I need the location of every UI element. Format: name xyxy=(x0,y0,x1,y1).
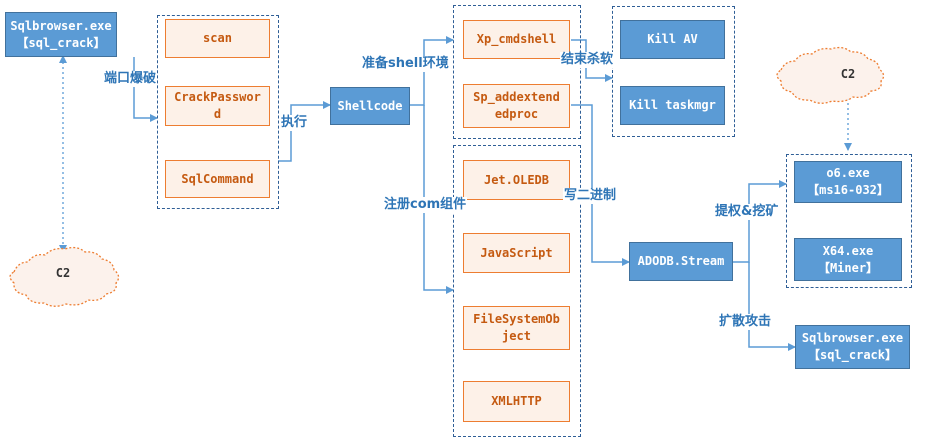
node-kill-av[interactable]: Kill AV xyxy=(620,20,725,59)
label-port-brute: 端口爆破 xyxy=(103,71,158,87)
group-brute-stage xyxy=(157,15,279,209)
c2-cloud-left: C2 xyxy=(9,246,120,307)
edge-register-com xyxy=(423,105,454,294)
edge-write-binary xyxy=(571,104,630,266)
edge-execute xyxy=(278,101,331,162)
node-jet-oledb[interactable]: Jet.OLEDB xyxy=(463,160,570,200)
edge-escalate xyxy=(733,180,787,263)
label-kill-soft: 结束杀软 xyxy=(560,52,615,68)
edge-prepare-shell xyxy=(410,36,454,106)
c2-cloud-right: C2 xyxy=(776,46,885,104)
group-kill xyxy=(612,6,735,137)
node-sql-command[interactable]: SqlCommand xyxy=(165,160,270,198)
node-xp-cmdshell[interactable]: Xp_cmdshell xyxy=(463,20,570,59)
c2-cloud-right-label: C2 xyxy=(841,67,855,81)
node-x64-exe[interactable]: X64.exe【Miner】 xyxy=(794,238,902,281)
node-sqlbrowser-bottom[interactable]: Sqlbrowser.exe【sql_crack】 xyxy=(795,325,910,369)
node-kill-taskmgr[interactable]: Kill taskmgr xyxy=(620,86,725,125)
group-com xyxy=(453,145,581,437)
label-write-binary: 写二进制 xyxy=(563,188,618,204)
node-o6-exe[interactable]: o6.exe【ms16-032】 xyxy=(794,161,902,203)
node-javascript[interactable]: JavaScript xyxy=(463,233,570,273)
label-escalate-mine: 提权&挖矿 xyxy=(714,204,780,220)
group-payloads xyxy=(786,154,912,288)
edge-spread xyxy=(748,262,796,351)
node-xmlhttp[interactable]: XMLHTTP xyxy=(463,381,570,422)
label-execute: 执行 xyxy=(280,115,309,131)
label-register-com: 注册com组件 xyxy=(383,197,468,213)
node-shellcode[interactable]: Shellcode xyxy=(330,87,410,125)
node-sqlbrowser-top[interactable]: Sqlbrowser.exe【sql_crack】 xyxy=(5,12,117,57)
node-adodb-stream[interactable]: ADODB.Stream xyxy=(629,242,733,281)
c2-cloud-left-label: C2 xyxy=(56,266,70,280)
label-spread-attack: 扩散攻击 xyxy=(718,314,773,330)
group-sql-exec xyxy=(453,5,581,139)
edge-port-brute xyxy=(133,57,158,122)
node-scan[interactable]: scan xyxy=(165,19,270,58)
label-prepare-shell: 准备shell环境 xyxy=(361,56,450,72)
